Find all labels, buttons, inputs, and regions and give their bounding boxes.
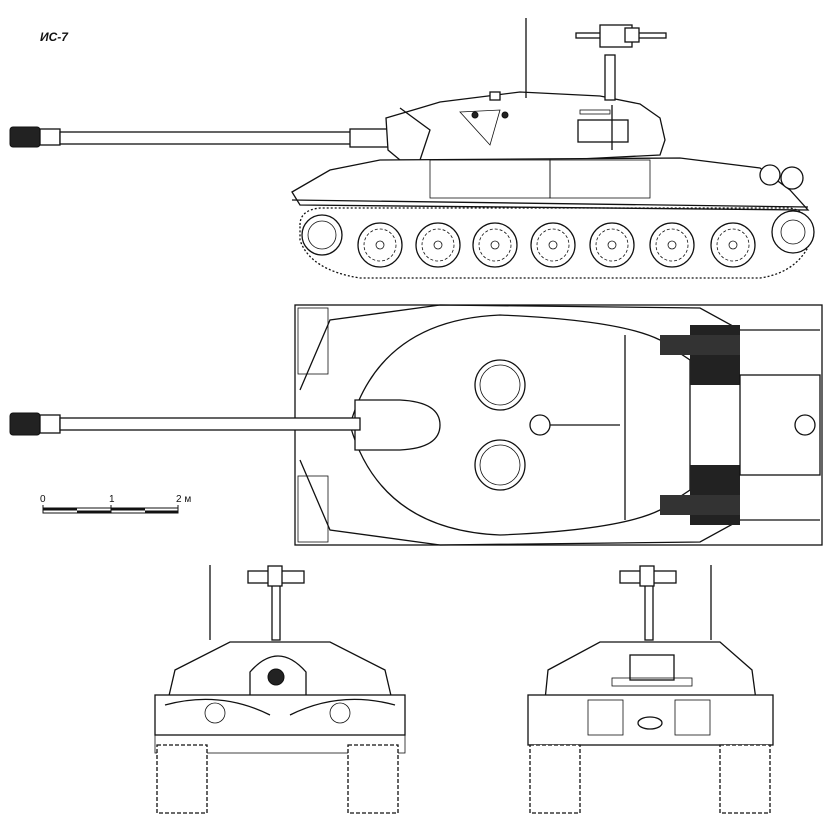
road-wheel	[530, 222, 576, 268]
road-wheel	[415, 222, 461, 268]
main-gun	[9, 126, 391, 148]
road-wheel	[357, 222, 403, 268]
hull	[291, 157, 810, 211]
scale-bar: 0 1 2 м	[40, 494, 200, 524]
road-wheels	[357, 222, 756, 268]
scale-label-1: 1	[109, 494, 115, 505]
scale-label-0: 0	[40, 494, 46, 505]
aa-machine-gun	[525, 18, 667, 101]
drawing-title: ИС-7	[40, 30, 68, 44]
road-wheel	[649, 222, 695, 268]
scale-bar-graphic	[42, 505, 179, 514]
track-assembly	[299, 207, 815, 279]
road-wheel	[472, 222, 518, 268]
road-wheel	[710, 222, 756, 268]
road-wheel	[589, 222, 635, 268]
scale-label-2: 2 м	[176, 494, 192, 505]
main-gun-top	[9, 412, 361, 436]
